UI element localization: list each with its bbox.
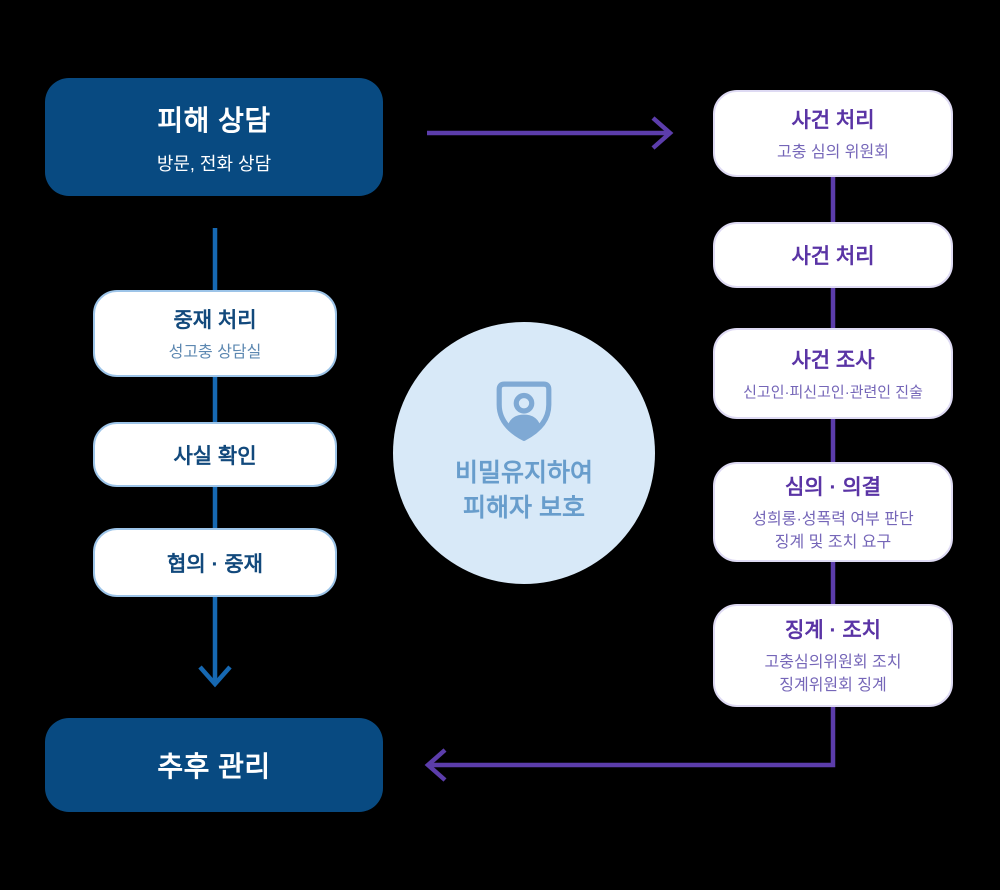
step-title: 중재 처리 — [173, 308, 257, 332]
step-subtitle: 신고인·피신고인·관련인 진술 — [743, 383, 923, 401]
left-step-agreement: 협의 · 중재 — [93, 528, 337, 597]
step-subtitle: 고충 심의 위원회 — [777, 143, 889, 161]
left-step-fact-check: 사실 확인 — [93, 422, 337, 487]
step-subtitle-line2: 징계 및 조치 요구 — [774, 533, 892, 551]
step-subtitle-line1: 성희롱·성폭력 여부 판단 — [752, 510, 914, 528]
step-subtitle-line2: 징계위원회 징계 — [779, 677, 887, 694]
confidentiality-text-line1: 비밀유지하여 — [454, 459, 593, 487]
arrow-start-to-right — [427, 116, 674, 150]
end-box-title: 추후 관리 — [157, 751, 271, 782]
step-title: 심의 · 의결 — [785, 475, 881, 499]
start-box-title: 피해 상담 — [157, 104, 271, 136]
step-title: 사건 조사 — [791, 348, 875, 372]
step-title: 징계 · 조치 — [785, 619, 881, 642]
right-step-deliberation: 심의 · 의결 성희롱·성폭력 여부 판단 징계 및 조치 요구 — [713, 462, 953, 562]
step-subtitle-line1: 고충심의위원회 조치 — [764, 654, 902, 671]
step-subtitle: 성희롱·성폭력 여부 판단 징계 및 조치 요구 — [752, 508, 913, 554]
confidentiality-text-line2: 피해자 보호 — [463, 494, 585, 522]
right-step-discipline: 징계 · 조치 고충심의위원회 조치 징계위원회 징계 — [713, 604, 953, 707]
right-step-case-handling-committee: 사건 처리 고충 심의 위원회 — [713, 90, 953, 177]
confidentiality-text: 비밀유지하여 피해자 보호 — [455, 456, 593, 526]
confidentiality-circle: 비밀유지하여 피해자 보호 — [393, 322, 655, 584]
step-title: 사건 처리 — [791, 245, 875, 268]
start-box-subtitle: 방문, 전화 상담 — [156, 153, 272, 174]
end-box: 추후 관리 — [45, 718, 383, 812]
step-title: 사실 확인 — [173, 444, 257, 468]
right-step-case-handling: 사건 처리 — [713, 222, 953, 288]
step-subtitle: 고충심의위원회 조치 징계위원회 징계 — [765, 651, 902, 697]
step-title: 사건 처리 — [791, 108, 875, 132]
start-box: 피해 상담 방문, 전화 상담 — [45, 78, 383, 196]
shield-person-icon — [496, 381, 552, 441]
step-title: 협의 · 중재 — [167, 552, 263, 576]
right-step-investigation: 사건 조사 신고인·피신고인·관련인 진술 — [713, 328, 953, 419]
left-step-mediation: 중재 처리 성고충 상담실 — [93, 290, 337, 377]
step-subtitle: 성고충 상담실 — [168, 343, 262, 361]
